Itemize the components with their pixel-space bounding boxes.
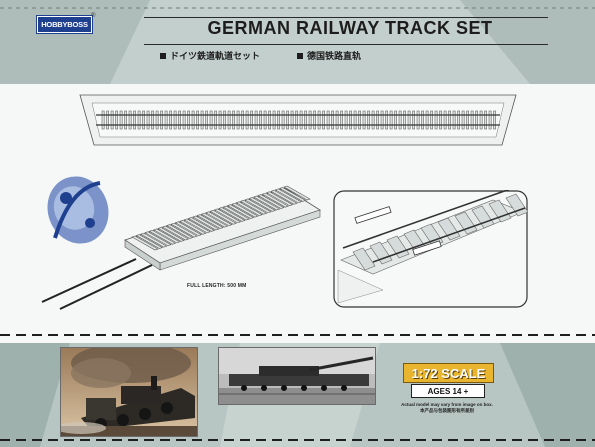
full-length-label: FULL LENGTH: 500 MM	[187, 283, 247, 289]
logo-text: HOBBYBOSS	[41, 20, 88, 29]
age-badge: AGES 14 +	[411, 384, 485, 398]
disclaimer: Actual model may vary from image on box.…	[388, 402, 506, 414]
track-detail-drawing	[333, 190, 528, 308]
title-rule-bottom	[144, 44, 548, 45]
scale-badge: 1:72 SCALE	[403, 363, 494, 383]
railway-gun-photo	[218, 347, 376, 405]
bullet-square-icon	[297, 52, 303, 59]
top-band	[0, 0, 595, 84]
track-perspective-drawing	[41, 185, 321, 310]
page-title: GERMAN RAILWAY TRACK SET	[207, 18, 493, 38]
mascot-logo-drawing	[47, 176, 109, 244]
disclaimer-cn: 本产品与包装图形有所差别	[420, 408, 474, 413]
locomotive-photo	[60, 347, 198, 437]
registered-mark: ®	[91, 13, 96, 19]
bullet-square-icon	[160, 52, 166, 59]
subtitle-cn: 德国铁路直轨	[297, 49, 361, 62]
track-top-view-drawing	[79, 94, 517, 146]
hobbyboss-logo: HOBBYBOSS	[37, 16, 92, 33]
subtitle-jp-text: ドイツ鉄道軌道セット	[170, 51, 261, 61]
subtitle-jp: ドイツ鉄道軌道セット	[160, 49, 260, 62]
title-rule-top	[144, 17, 548, 18]
disclaimer-en: Actual model may vary from image on box.	[401, 402, 493, 407]
subtitle-cn-text: 德国铁路直轨	[307, 51, 362, 61]
